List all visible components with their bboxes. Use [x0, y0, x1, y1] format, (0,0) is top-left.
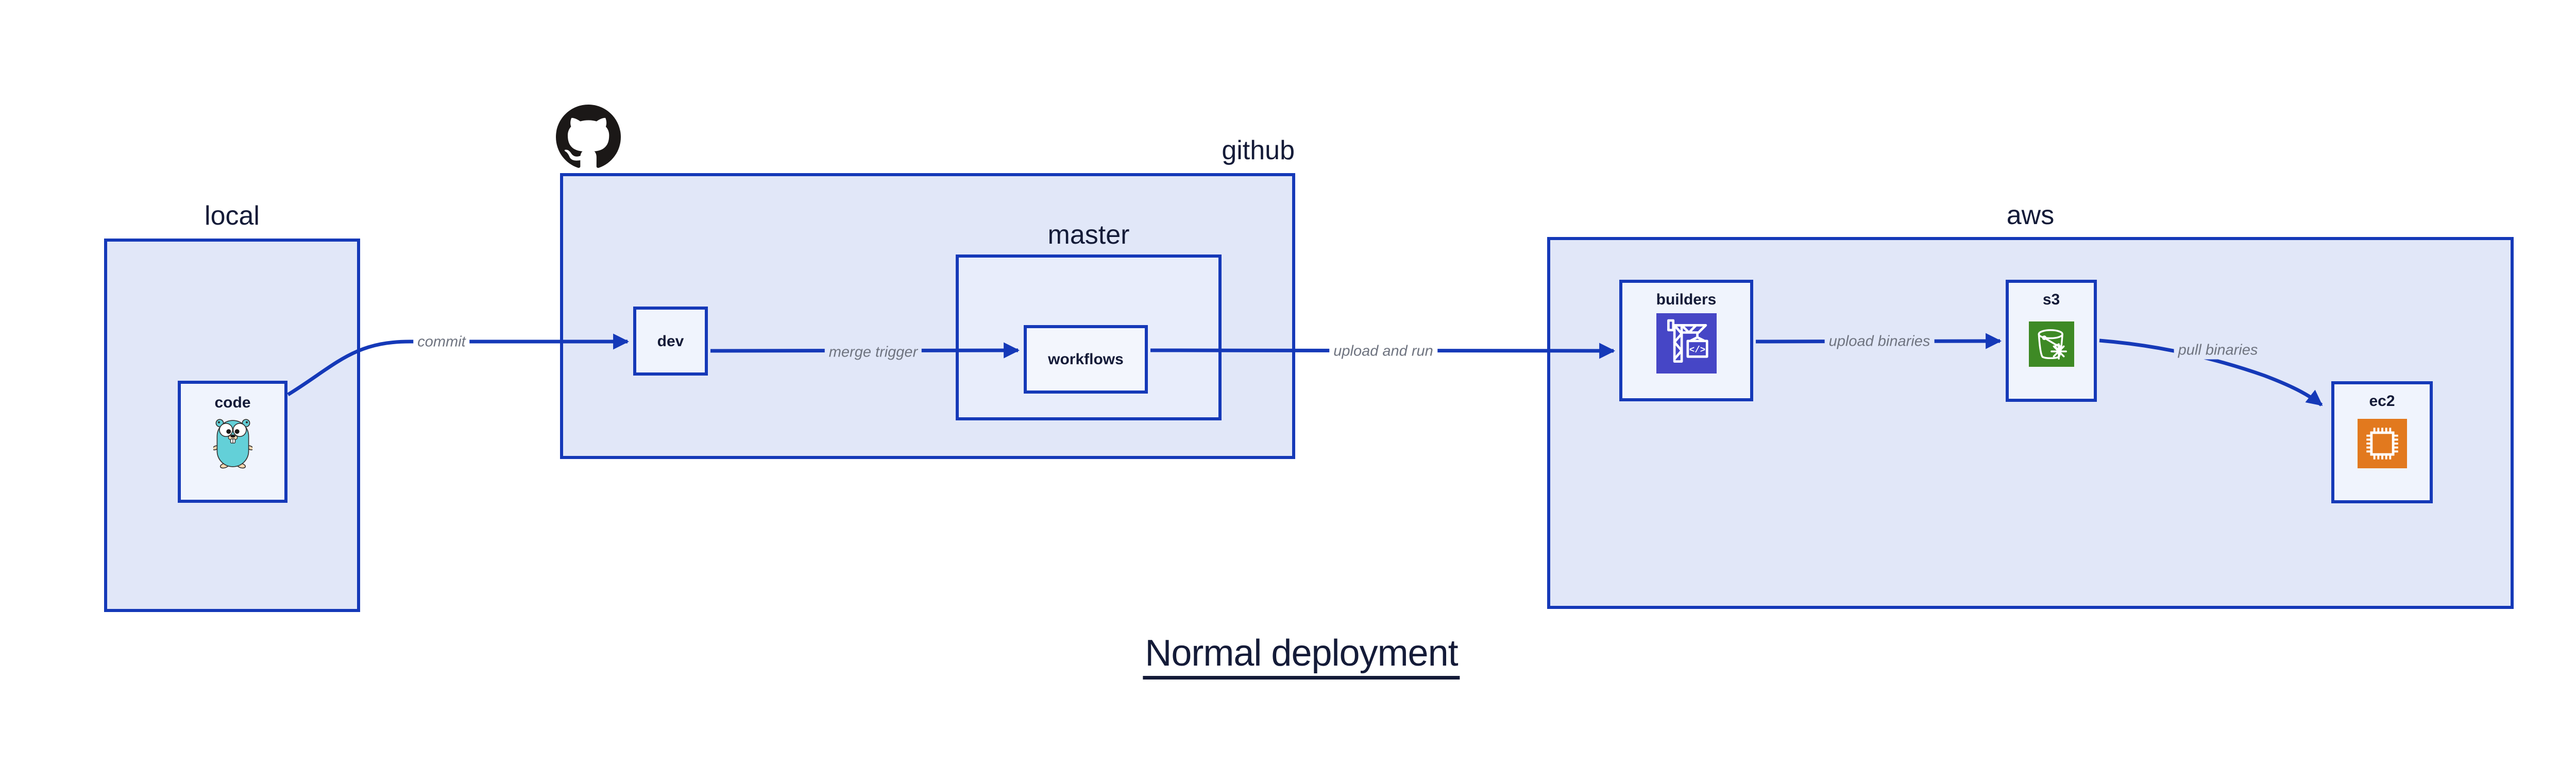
- go-gopher-icon: [213, 419, 252, 469]
- node-label-s3: s3: [2042, 291, 2060, 308]
- github-octocat-icon: [556, 105, 621, 168]
- edge-label-commit: commit: [413, 333, 470, 351]
- node-box-code: code: [178, 381, 287, 503]
- group-label-local: local: [205, 201, 260, 231]
- node-label-code: code: [214, 394, 251, 411]
- node-box-s3: s3: [2006, 280, 2097, 402]
- diagram-title: Normal deployment: [1143, 635, 1460, 680]
- node-box-workflows: workflows: [1024, 325, 1148, 394]
- node-box-dev: dev: [633, 307, 708, 376]
- group-label-aws: aws: [2006, 200, 2055, 230]
- ec2-chip-icon: [2357, 419, 2407, 468]
- edge-label-pull-binaries: pull binaries: [2174, 341, 2262, 360]
- codebuild-crane-icon: </>: [1656, 313, 1717, 373]
- node-label-builders: builders: [1656, 291, 1717, 308]
- edge-label-merge-trigger: merge trigger: [824, 343, 922, 362]
- node-label-workflows: workflows: [1048, 351, 1124, 368]
- diagram-title-text: Normal deployment: [1143, 635, 1460, 680]
- node-label-ec2: ec2: [2369, 393, 2395, 410]
- node-box-ec2: ec2: [2331, 381, 2433, 503]
- node-box-builders: builders </>: [1619, 280, 1753, 401]
- group-label-master: master: [1047, 220, 1130, 250]
- group-label-github: github: [1222, 135, 1295, 165]
- node-label-dev: dev: [657, 332, 684, 350]
- codebuild-code-glyph: </>: [1689, 345, 1705, 355]
- edge-label-upload-binaries: upload binaries: [1824, 332, 1935, 351]
- s3-glacier-bucket-icon: [2028, 321, 2074, 367]
- edge-label-upload-and-run: upload and run: [1329, 342, 1437, 361]
